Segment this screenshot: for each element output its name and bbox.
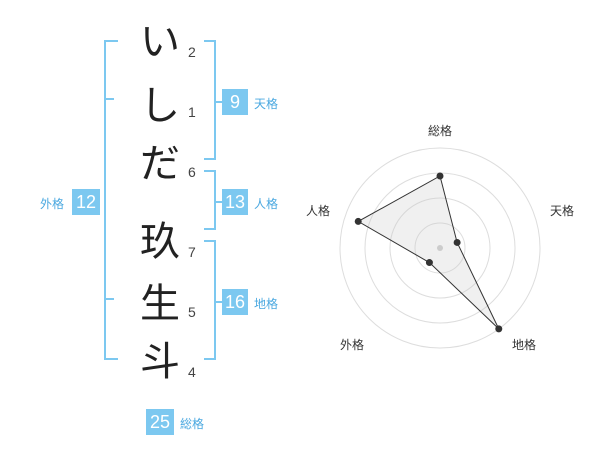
- radar-point-4: [425, 259, 433, 267]
- soukaku-label: 総格: [180, 417, 205, 431]
- tenkaku-bracket-top: [204, 40, 216, 42]
- radar-chart: [339, 147, 541, 349]
- radar-point-1: [436, 172, 444, 180]
- radar-axis-label-tenkaku: 天格: [550, 204, 575, 218]
- radar-point-5: [354, 217, 362, 225]
- jinkaku-bracket-top: [204, 170, 216, 172]
- stroke-count-5: 5: [188, 304, 196, 320]
- radar-ring-4: [339, 147, 541, 349]
- radar-point-3: [495, 325, 503, 333]
- radar-axis-label-gaikaku: 外格: [340, 338, 365, 352]
- gaikaku-bracket-vertical: [104, 40, 106, 360]
- jinkaku-value: 13: [222, 189, 248, 215]
- gaikaku-bracket-bottom: [104, 358, 118, 360]
- chikaku-label: 地格: [254, 297, 279, 311]
- gaikaku-tick-1: [104, 98, 114, 100]
- gaikaku-tick-2: [104, 298, 114, 300]
- tenkaku-bracket-vertical: [214, 40, 216, 160]
- name-char-6: 斗: [140, 339, 180, 385]
- name-char-4: 玖: [140, 219, 180, 265]
- radar-axis-label-jinkaku: 人格: [306, 204, 331, 218]
- name-char-2: し: [140, 83, 180, 129]
- chikaku-connector: [214, 301, 222, 303]
- jinkaku-label: 人格: [254, 197, 279, 211]
- radar-ring-2: [389, 197, 491, 299]
- name-char-1: い: [140, 19, 180, 65]
- chikaku-value: 16: [222, 289, 248, 315]
- gaikaku-label: 外格: [40, 197, 65, 211]
- jinkaku-bracket-vertical: [214, 170, 216, 230]
- chikaku-bracket-bottom: [204, 358, 216, 360]
- name-char-3: だ: [140, 141, 180, 187]
- stroke-count-2: 1: [188, 104, 196, 120]
- chikaku-bracket-top: [204, 240, 216, 242]
- tenkaku-connector: [214, 101, 222, 103]
- name-char-5: 生: [140, 281, 180, 327]
- radar-point-2: [453, 238, 461, 246]
- tenkaku-value: 9: [222, 89, 248, 115]
- tenkaku-bracket-bottom: [204, 158, 216, 160]
- jinkaku-connector: [214, 201, 222, 203]
- radar-axis-label-chikaku: 地格: [512, 338, 537, 352]
- jinkaku-bracket-bottom: [204, 228, 216, 230]
- radar-axis-label-soukaku: 総格: [428, 124, 453, 138]
- radar-polygon: [357, 175, 500, 330]
- radar-center: [437, 245, 443, 251]
- stroke-count-6: 4: [188, 364, 196, 380]
- gaikaku-value: 12: [72, 189, 100, 215]
- gaikaku-bracket-top: [104, 40, 118, 42]
- stroke-count-3: 6: [188, 164, 196, 180]
- stroke-count-4: 7: [188, 244, 196, 260]
- soukaku-value: 25: [146, 409, 174, 435]
- chikaku-bracket-vertical: [214, 240, 216, 360]
- stroke-count-1: 2: [188, 44, 196, 60]
- tenkaku-label: 天格: [254, 97, 279, 111]
